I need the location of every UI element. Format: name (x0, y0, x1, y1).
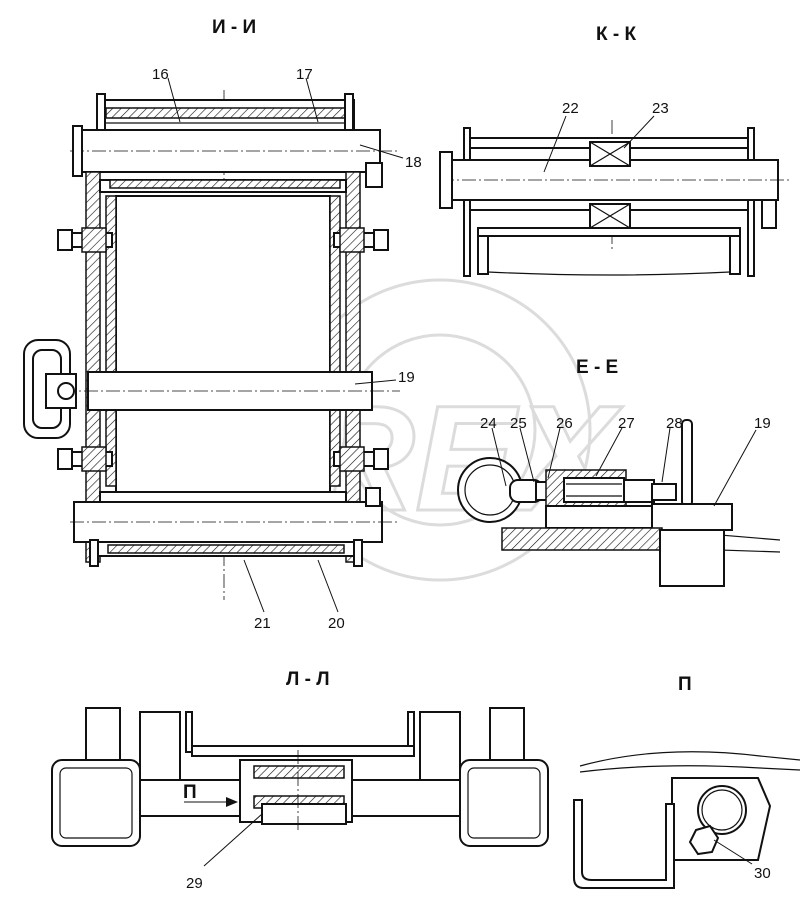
callout-21: 21 (254, 615, 271, 632)
view-p: П 30 (573, 674, 801, 889)
bolt-left-lower (57, 446, 113, 472)
callout-20: 20 (328, 615, 345, 632)
callout-17: 17 (296, 66, 313, 83)
callout-22: 22 (562, 100, 579, 117)
view-kk: К - К 22 23 (439, 24, 790, 277)
callout-16: 16 (152, 66, 169, 83)
callout-24: 24 (480, 415, 497, 432)
bolt-left-upper (57, 227, 113, 253)
callout-19: 19 (398, 369, 415, 386)
callout-19-ee: 19 (754, 415, 771, 432)
view-ii: И - И (23, 17, 422, 632)
callout-28: 28 (666, 415, 683, 432)
view-ee-title: Е - Е (576, 357, 618, 378)
view-ii-title: И - И (212, 17, 256, 38)
bolt-right-upper (333, 227, 389, 253)
callout-30: 30 (754, 865, 771, 882)
view-kk-title: К - К (596, 24, 636, 45)
view-ll: Л - Л П 29 (51, 669, 549, 892)
callout-25: 25 (510, 415, 527, 432)
callout-26: 26 (556, 415, 573, 432)
view-ll-title: Л - Л (286, 669, 330, 690)
callout-18: 18 (405, 154, 422, 171)
callout-27: 27 (618, 415, 635, 432)
callout-23: 23 (652, 100, 669, 117)
bolt-right-lower (333, 446, 389, 472)
view-ee: Е - Е 24 25 26 27 28 19 (457, 357, 781, 587)
arrow-p-label: П (183, 782, 197, 803)
view-p-title: П (678, 674, 692, 695)
callout-29: 29 (186, 875, 203, 892)
